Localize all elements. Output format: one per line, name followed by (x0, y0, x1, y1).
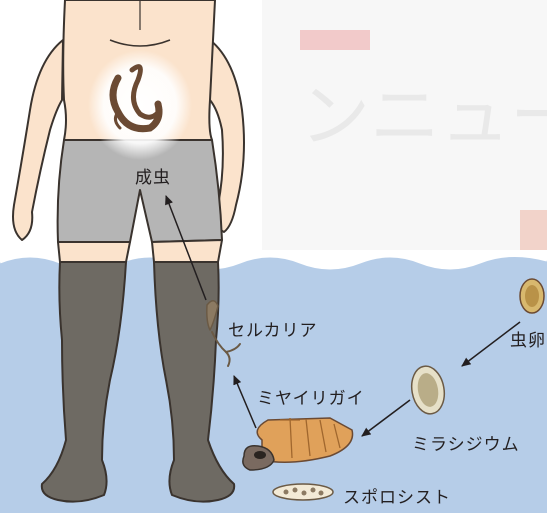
left-arm (13, 40, 63, 240)
label-adult: 成虫 (135, 163, 171, 188)
label-cercaria: セルカリア (228, 316, 318, 341)
label-miracidium: ミラシジウム (412, 430, 520, 455)
egg-icon (520, 279, 544, 313)
sporocyst-icon (273, 484, 333, 500)
background-page: ンニュース (262, 0, 547, 250)
label-miyairi-snail: ミヤイリガイ (257, 384, 365, 409)
label-sporocyst: スポロシスト (343, 483, 451, 508)
left-thigh (58, 242, 130, 262)
label-egg: 虫卵 (510, 326, 546, 351)
svg-text:ンニュース: ンニュース (300, 75, 547, 157)
